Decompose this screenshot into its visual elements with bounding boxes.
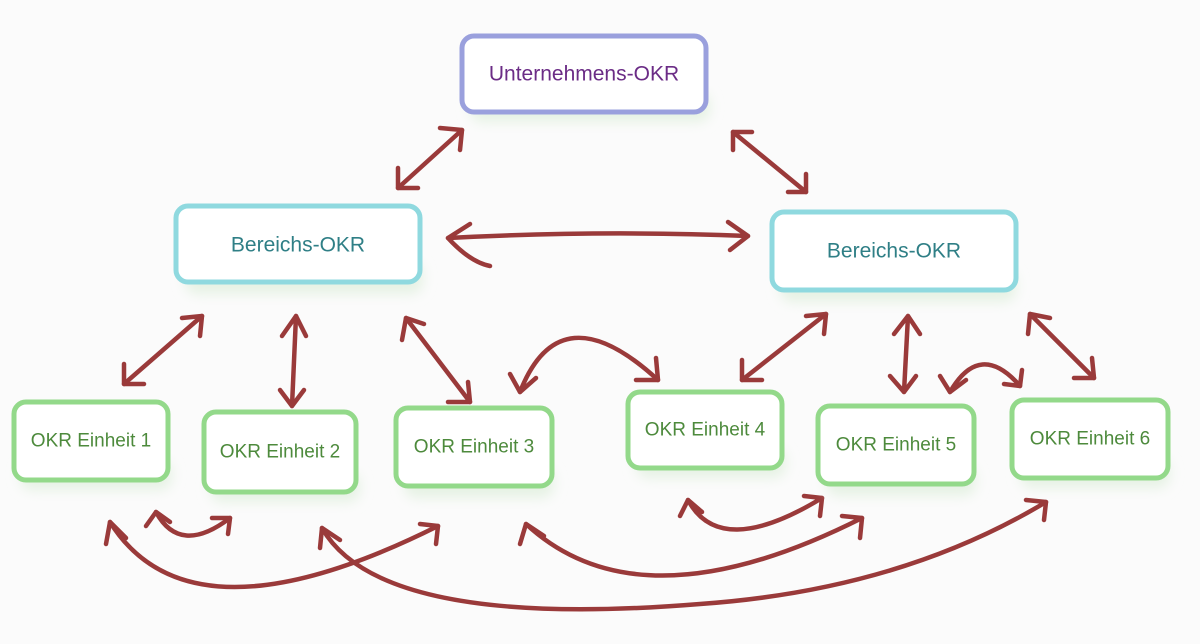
arrowhead (143, 509, 173, 529)
arrow-unit5-unit6 (947, 362, 1023, 395)
arrowhead (317, 525, 343, 551)
arrow-area1-unit2 (289, 313, 299, 409)
arrowhead (730, 129, 755, 153)
arrowhead (891, 313, 923, 337)
arrow-unit1-unit3-bottom (107, 519, 441, 590)
arrow-area1-unit3 (403, 315, 473, 405)
node-box (173, 203, 423, 285)
unit-node-5[interactable]: OKR Einheit 5 (815, 403, 977, 496)
node-box (625, 389, 785, 471)
arrowhead (633, 355, 661, 383)
arrow-unit1-unit2-bottom (153, 509, 233, 538)
node-label: OKR Einheit 1 (31, 431, 151, 452)
node-label: OKR Einheit 6 (1030, 429, 1150, 450)
arrowhead (395, 165, 421, 191)
arrow-area2-unit6 (1027, 311, 1097, 381)
arrowhead (839, 513, 865, 541)
node-label: OKR Einheit 3 (414, 437, 534, 458)
arrow-area1-unit1 (121, 313, 205, 387)
node-label: OKR Einheit 5 (836, 435, 956, 456)
arrow-unit2-unit6-bottom (319, 499, 1049, 612)
arrowhead (437, 125, 465, 153)
arrowhead (121, 361, 147, 387)
unit-node-4[interactable]: OKR Einheit 4 (625, 389, 786, 478)
node-label: OKR Einheit 4 (645, 420, 766, 441)
arrowhead (803, 311, 829, 337)
arrowhead (785, 171, 809, 195)
node-box (11, 399, 171, 483)
node-label: Bereichs-OKR (827, 240, 961, 263)
unit-node-3[interactable]: OKR Einheit 3 (393, 405, 555, 498)
arrow-unit4-unit5-bottom (685, 495, 825, 532)
arrowhead (887, 373, 919, 395)
node-box (815, 403, 977, 487)
node-box (393, 405, 555, 489)
arrow-top-left-area (395, 127, 465, 191)
arrowhead (801, 493, 825, 519)
arrowhead (1071, 355, 1097, 381)
area-okr-node-right[interactable]: Bereichs-OKR (769, 209, 1019, 302)
arrowhead (517, 521, 547, 547)
arrowhead (1023, 497, 1049, 523)
nodes-layer: Unternehmens-OKR Bereichs-OKR Bereichs-O… (11, 33, 1171, 502)
unit-node-6[interactable]: OKR Einheit 6 (1009, 397, 1171, 488)
arrowhead (103, 519, 129, 547)
arrowhead (179, 313, 205, 339)
arrows-layer (103, 125, 1097, 612)
arrowhead (417, 521, 441, 547)
arrowhead (739, 357, 765, 383)
node-label: OKR Einheit 2 (220, 442, 340, 463)
arrowhead (279, 313, 309, 339)
arrowhead (209, 515, 233, 537)
arrow-area2-unit4 (739, 311, 829, 383)
node-box (1009, 397, 1171, 481)
arrow-top-right-area (730, 129, 809, 195)
arrow-unit3-unit5-bottom (523, 515, 865, 578)
node-box (769, 209, 1019, 293)
node-box (201, 409, 359, 495)
arrowhead (1025, 311, 1053, 337)
unit-node-1[interactable]: OKR Einheit 1 (11, 399, 172, 490)
arrowhead (399, 315, 427, 343)
arrowhead (725, 219, 751, 253)
node-label: Unternehmens-OKR (489, 63, 679, 86)
arrow-area2-unit5 (901, 313, 911, 395)
area-okr-node-left[interactable]: Bereichs-OKR (173, 203, 423, 294)
arrowhead (277, 387, 307, 409)
arrowhead (1001, 367, 1025, 389)
arrowhead (445, 221, 493, 269)
unit-node-2[interactable]: OKR Einheit 2 (201, 409, 360, 502)
arrow-area-area (445, 231, 751, 241)
node-label: Bereichs-OKR (231, 234, 365, 257)
arrow-unit3-unit4 (517, 335, 661, 395)
arrowhead (937, 373, 969, 395)
arrowhead (445, 379, 473, 405)
arrowhead (507, 371, 539, 395)
node-box (459, 33, 709, 115)
arrowhead (677, 497, 705, 519)
company-okr-node[interactable]: Unternehmens-OKR (459, 33, 710, 122)
